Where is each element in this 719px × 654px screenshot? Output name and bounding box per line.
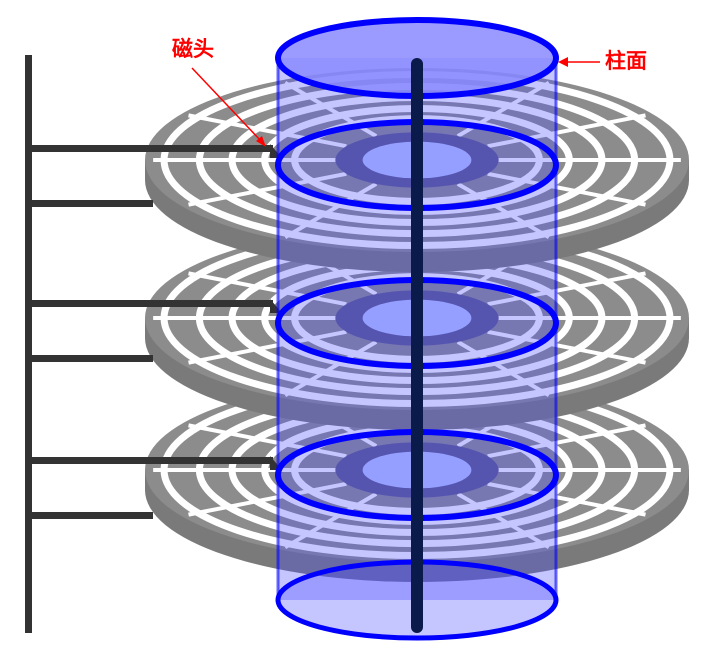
head-arrow-tip: [256, 136, 266, 147]
head-arm: [28, 457, 273, 464]
sector-line: [188, 271, 347, 307]
sector-line: [456, 182, 550, 240]
cylinder-label: 柱面: [605, 48, 647, 73]
head-arm: [28, 512, 153, 519]
sector-line: [487, 171, 646, 207]
sector-line: [487, 481, 646, 517]
spindle: [411, 58, 423, 633]
head-arm: [28, 300, 273, 307]
head-arm: [28, 200, 153, 207]
sector-line: [188, 423, 347, 459]
head-arm: [28, 145, 273, 152]
sector-line: [487, 113, 646, 149]
sector-line: [284, 340, 378, 398]
sector-line: [284, 492, 378, 550]
sector-line: [284, 182, 378, 240]
sector-line: [456, 492, 550, 550]
sector-line: [188, 171, 347, 207]
head-arrow-line: [191, 67, 263, 143]
sector-line: [188, 113, 347, 149]
sector-line: [188, 481, 347, 517]
sector-line: [487, 329, 646, 365]
sector-line: [456, 340, 550, 398]
cylinder-arrow-tip: [558, 57, 568, 67]
sector-line: [487, 423, 646, 459]
sector-line: [487, 271, 646, 307]
head-arm: [28, 355, 153, 362]
sector-line: [188, 329, 347, 365]
actuator-post: [25, 55, 32, 633]
head-label: 磁头: [172, 36, 214, 61]
